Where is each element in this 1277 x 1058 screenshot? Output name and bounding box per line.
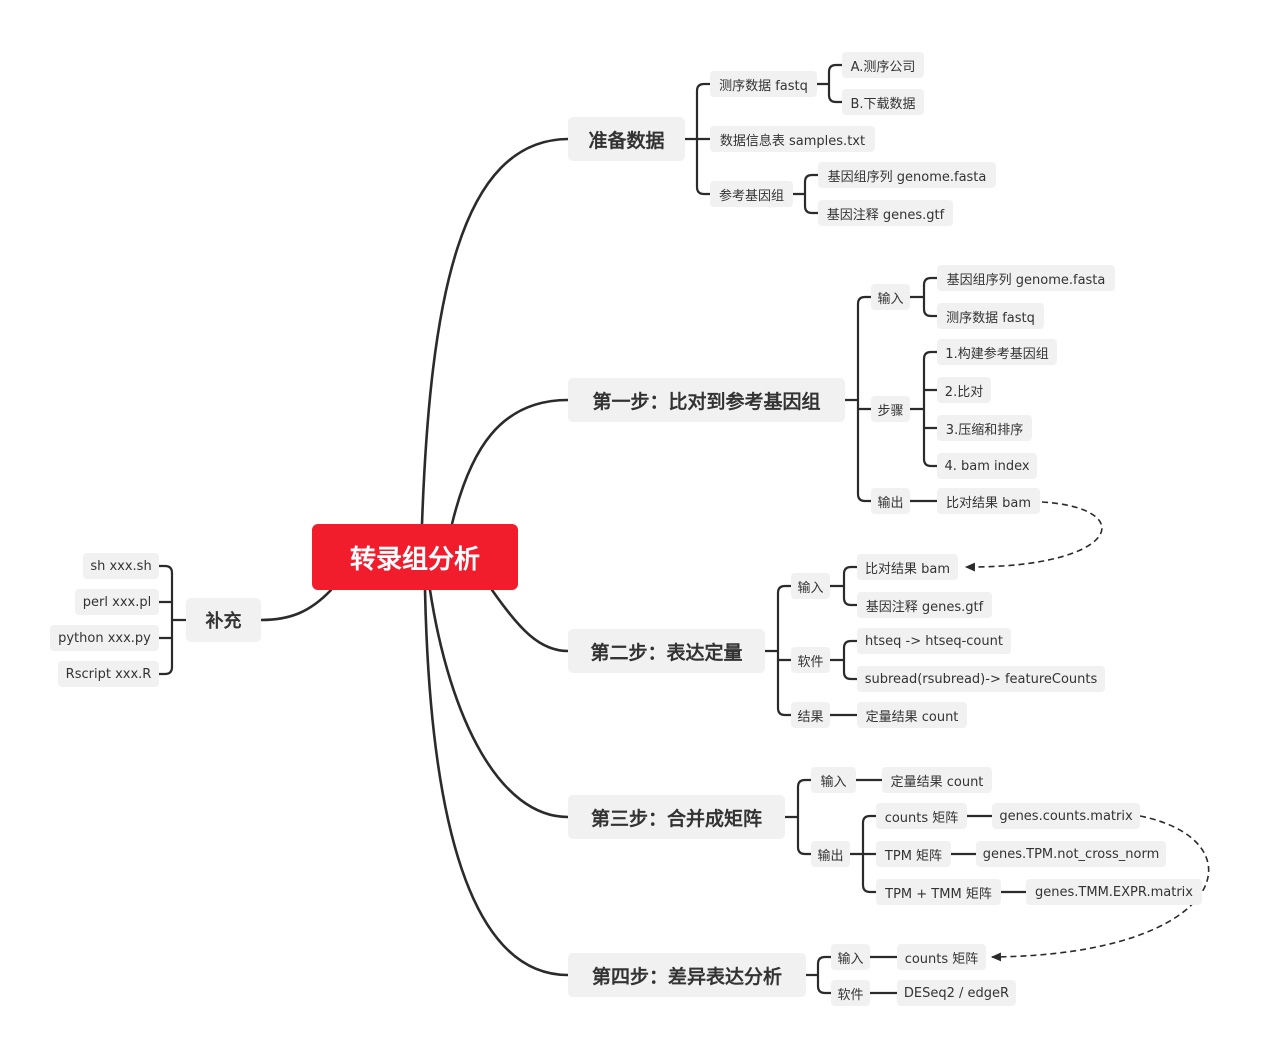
step1-step-bam-index[interactable]: 4. bam index <box>937 453 1037 479</box>
link-root-step2 <box>490 588 570 653</box>
prep-reference-annotation[interactable]: 基因注释 genes.gtf <box>818 200 953 226</box>
step2-result-label[interactable]: 结果 <box>791 702 830 728</box>
bracket-step3-output <box>848 814 878 894</box>
step1-output-bam[interactable]: 比对结果 bam <box>937 488 1040 514</box>
step1-input-label[interactable]: 输入 <box>871 284 910 310</box>
step3-output-counts-matrix[interactable]: counts 矩阵 <box>876 803 967 829</box>
supplement-item-sh[interactable]: sh xxx.sh <box>83 553 159 579</box>
step2-software-label[interactable]: 软件 <box>791 647 830 673</box>
step3-output-label[interactable]: 输出 <box>811 841 850 867</box>
step3-output-tpm-matrix[interactable]: TPM 矩阵 <box>876 841 951 867</box>
step4-input-counts-matrix[interactable]: counts 矩阵 <box>897 944 986 970</box>
dashed-link-bam <box>964 501 1103 572</box>
bracket-step2-input <box>828 565 859 607</box>
step1-step-build-reference[interactable]: 1.构建参考基因组 <box>937 339 1057 365</box>
prep-seq-source-download[interactable]: B.下载数据 <box>842 89 924 115</box>
prep-seq-source-company[interactable]: A.测序公司 <box>842 52 924 78</box>
step3-output-tmm-file[interactable]: genes.TMM.EXPR.matrix <box>1026 879 1202 905</box>
link-root-prep <box>420 137 570 526</box>
step3-input-label[interactable]: 输入 <box>811 767 856 793</box>
step2-result-count[interactable]: 定量结果 count <box>857 702 967 728</box>
bracket-prep-seq <box>815 63 844 104</box>
step1-steps-label[interactable]: 步骤 <box>871 396 910 422</box>
supplement-item-rscript[interactable]: Rscript xxx.R <box>58 661 159 687</box>
branch-step2-quantification[interactable]: 第二步：表达定量 <box>568 629 765 673</box>
step2-software-featurecounts[interactable]: subread(rsubread)-> featureCounts <box>857 666 1105 692</box>
step3-output-counts-file[interactable]: genes.counts.matrix <box>992 803 1140 829</box>
link-root-step3 <box>428 588 570 819</box>
step3-output-tmm-matrix[interactable]: TPM + TMM 矩阵 <box>876 879 1001 905</box>
branch-step1-alignment[interactable]: 第一步：比对到参考基因组 <box>568 378 845 422</box>
link-root-supplement <box>259 588 333 622</box>
bracket-prep-ref <box>791 173 820 215</box>
supplement-item-perl[interactable]: perl xxx.pl <box>75 589 159 615</box>
step1-output-label[interactable]: 输出 <box>871 488 910 514</box>
bracket-step1 <box>843 295 873 503</box>
step2-input-annotation[interactable]: 基因注释 genes.gtf <box>857 592 992 618</box>
bracket-step1-input <box>908 276 939 318</box>
step4-software-deseq2-edger[interactable]: DESeq2 / edgeR <box>897 980 1016 1006</box>
prep-seq-data[interactable]: 测序数据 fastq <box>710 71 817 97</box>
step2-input-bam[interactable]: 比对结果 bam <box>857 554 958 580</box>
root-node[interactable]: 转录组分析 <box>312 524 518 590</box>
prep-reference-genome[interactable]: 基因组序列 genome.fasta <box>818 162 996 188</box>
prep-sample-table[interactable]: 数据信息表 samples.txt <box>710 126 875 152</box>
bracket-step2-software <box>828 639 859 681</box>
step1-step-compress-sort[interactable]: 3.压缩和排序 <box>937 415 1032 441</box>
step2-input-label[interactable]: 输入 <box>791 573 830 599</box>
step3-output-tpm-file[interactable]: genes.TPM.not_cross_norm <box>976 841 1166 867</box>
supplement-node[interactable]: 补充 <box>186 598 261 642</box>
bracket-step1-steps <box>908 350 939 468</box>
bracket-prep <box>683 82 712 196</box>
step3-input-count[interactable]: 定量结果 count <box>882 767 992 793</box>
bracket-step2 <box>763 584 793 717</box>
step1-input-fastq[interactable]: 测序数据 fastq <box>937 303 1044 329</box>
step4-software-label[interactable]: 软件 <box>831 980 870 1006</box>
link-root-step4 <box>423 588 570 977</box>
step1-input-genome[interactable]: 基因组序列 genome.fasta <box>937 265 1115 291</box>
branch-step4-differential-expression[interactable]: 第四步：差异表达分析 <box>568 953 806 997</box>
branch-step3-merge-matrix[interactable]: 第三步：合并成矩阵 <box>568 795 785 839</box>
bracket-step3 <box>783 778 813 856</box>
step4-input-label[interactable]: 输入 <box>831 944 870 970</box>
prep-reference[interactable]: 参考基因组 <box>710 181 793 207</box>
supplement-item-python[interactable]: python xxx.py <box>50 625 159 651</box>
bracket-step4 <box>804 955 833 995</box>
step2-software-htseq[interactable]: htseq -> htseq-count <box>857 628 1011 654</box>
bracket-supplement <box>157 564 188 676</box>
link-root-step1 <box>450 398 570 526</box>
step1-step-align[interactable]: 2.比对 <box>937 377 991 403</box>
branch-prep-data[interactable]: 准备数据 <box>568 117 685 161</box>
